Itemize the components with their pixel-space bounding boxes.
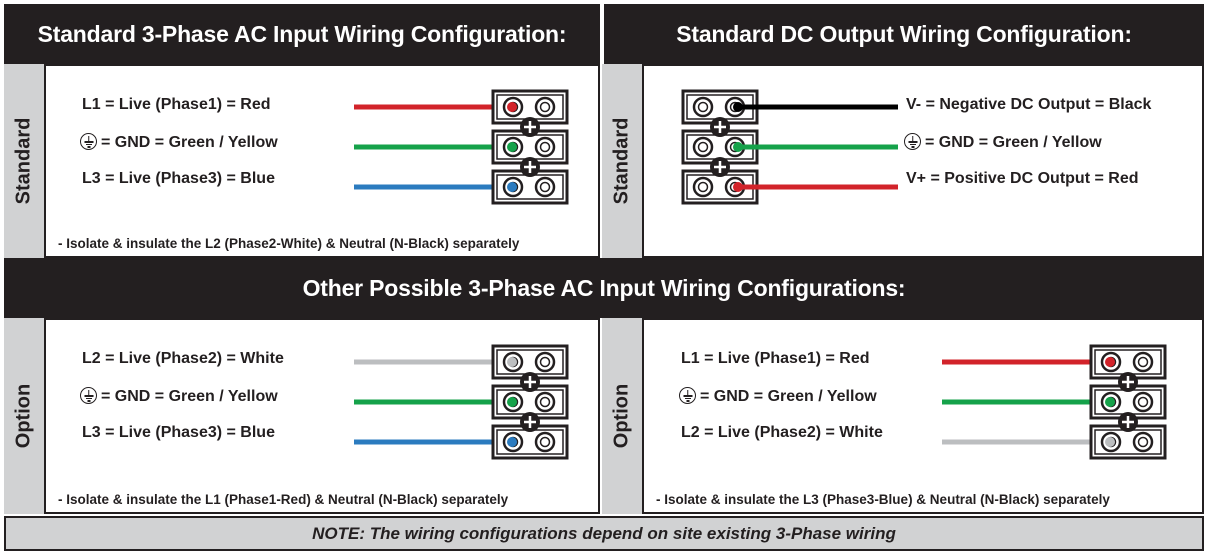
standard-dc-line-1: V- = Negative DC Output = Black xyxy=(906,96,1152,113)
ground-icon xyxy=(904,133,921,150)
wire-end-dot xyxy=(1105,437,1115,447)
footer-note: NOTE: The wiring configurations depend o… xyxy=(312,523,896,543)
option-left-line-3: L3 = Live (Phase3) = Blue xyxy=(82,424,275,441)
standard-ac-note: - Isolate & insulate the L2 (Phase2-Whit… xyxy=(58,236,520,251)
wire-end-dot xyxy=(733,182,743,192)
wire-end-dot xyxy=(733,142,743,152)
wire-end-dot xyxy=(507,397,517,407)
standard-ac-side-label: Standard xyxy=(4,64,44,258)
wire-end-dot xyxy=(507,357,517,367)
option-left-line-1: L2 = Live (Phase2) = White xyxy=(82,350,284,367)
wire-end-dot xyxy=(507,102,517,112)
standard-ac-line-2: = GND = Green / Yellow xyxy=(80,133,278,152)
option-right-note: - Isolate & insulate the L3 (Phase3-Blue… xyxy=(656,492,1110,507)
wire-end-dot xyxy=(507,182,517,192)
standard-dc-side-label: Standard xyxy=(602,64,642,258)
option-left-side-label: Option xyxy=(4,318,44,514)
terminal-block-standard-ac xyxy=(491,89,569,205)
ground-icon xyxy=(679,387,696,404)
terminal-block-option-right xyxy=(1089,344,1167,460)
ground-icon xyxy=(80,133,97,150)
option-right-line-1: L1 = Live (Phase1) = Red xyxy=(681,350,870,367)
wire-end-dot xyxy=(733,102,743,112)
standard-dc-title: Standard DC Output Wiring Configuration: xyxy=(676,20,1132,47)
wire-end-dot xyxy=(1105,357,1115,367)
wire-end-dot xyxy=(507,142,517,152)
standard-ac-line-3: L3 = Live (Phase3) = Blue xyxy=(82,170,275,187)
option-left-note: - Isolate & insulate the L1 (Phase1-Red)… xyxy=(58,492,509,507)
standard-dc-line-3: V+ = Positive DC Output = Red xyxy=(906,170,1139,187)
option-left-line-2: = GND = Green / Yellow xyxy=(80,387,278,406)
option-right-line-3: L2 = Live (Phase2) = White xyxy=(681,424,883,441)
ground-icon xyxy=(80,387,97,404)
terminal-block-option-left xyxy=(491,344,569,460)
standard-dc-line-2: = GND = Green / Yellow xyxy=(904,133,1102,152)
standard-dc-header: Standard DC Output Wiring Configuration: xyxy=(604,4,1204,64)
other-configs-title: Other Possible 3-Phase AC Input Wiring C… xyxy=(302,274,906,301)
standard-ac-line-1: L1 = Live (Phase1) = Red xyxy=(82,96,271,113)
option-right-line-2: = GND = Green / Yellow xyxy=(679,387,877,406)
option-right-side-label: Option xyxy=(602,318,642,514)
other-configs-header: Other Possible 3-Phase AC Input Wiring C… xyxy=(4,258,1204,318)
footer-note-bar: NOTE: The wiring configurations depend o… xyxy=(4,516,1204,551)
standard-ac-title: Standard 3-Phase AC Input Wiring Configu… xyxy=(37,20,567,47)
wire-end-dot xyxy=(1105,397,1115,407)
wire-end-dot xyxy=(507,437,517,447)
standard-ac-header: Standard 3-Phase AC Input Wiring Configu… xyxy=(4,4,600,64)
